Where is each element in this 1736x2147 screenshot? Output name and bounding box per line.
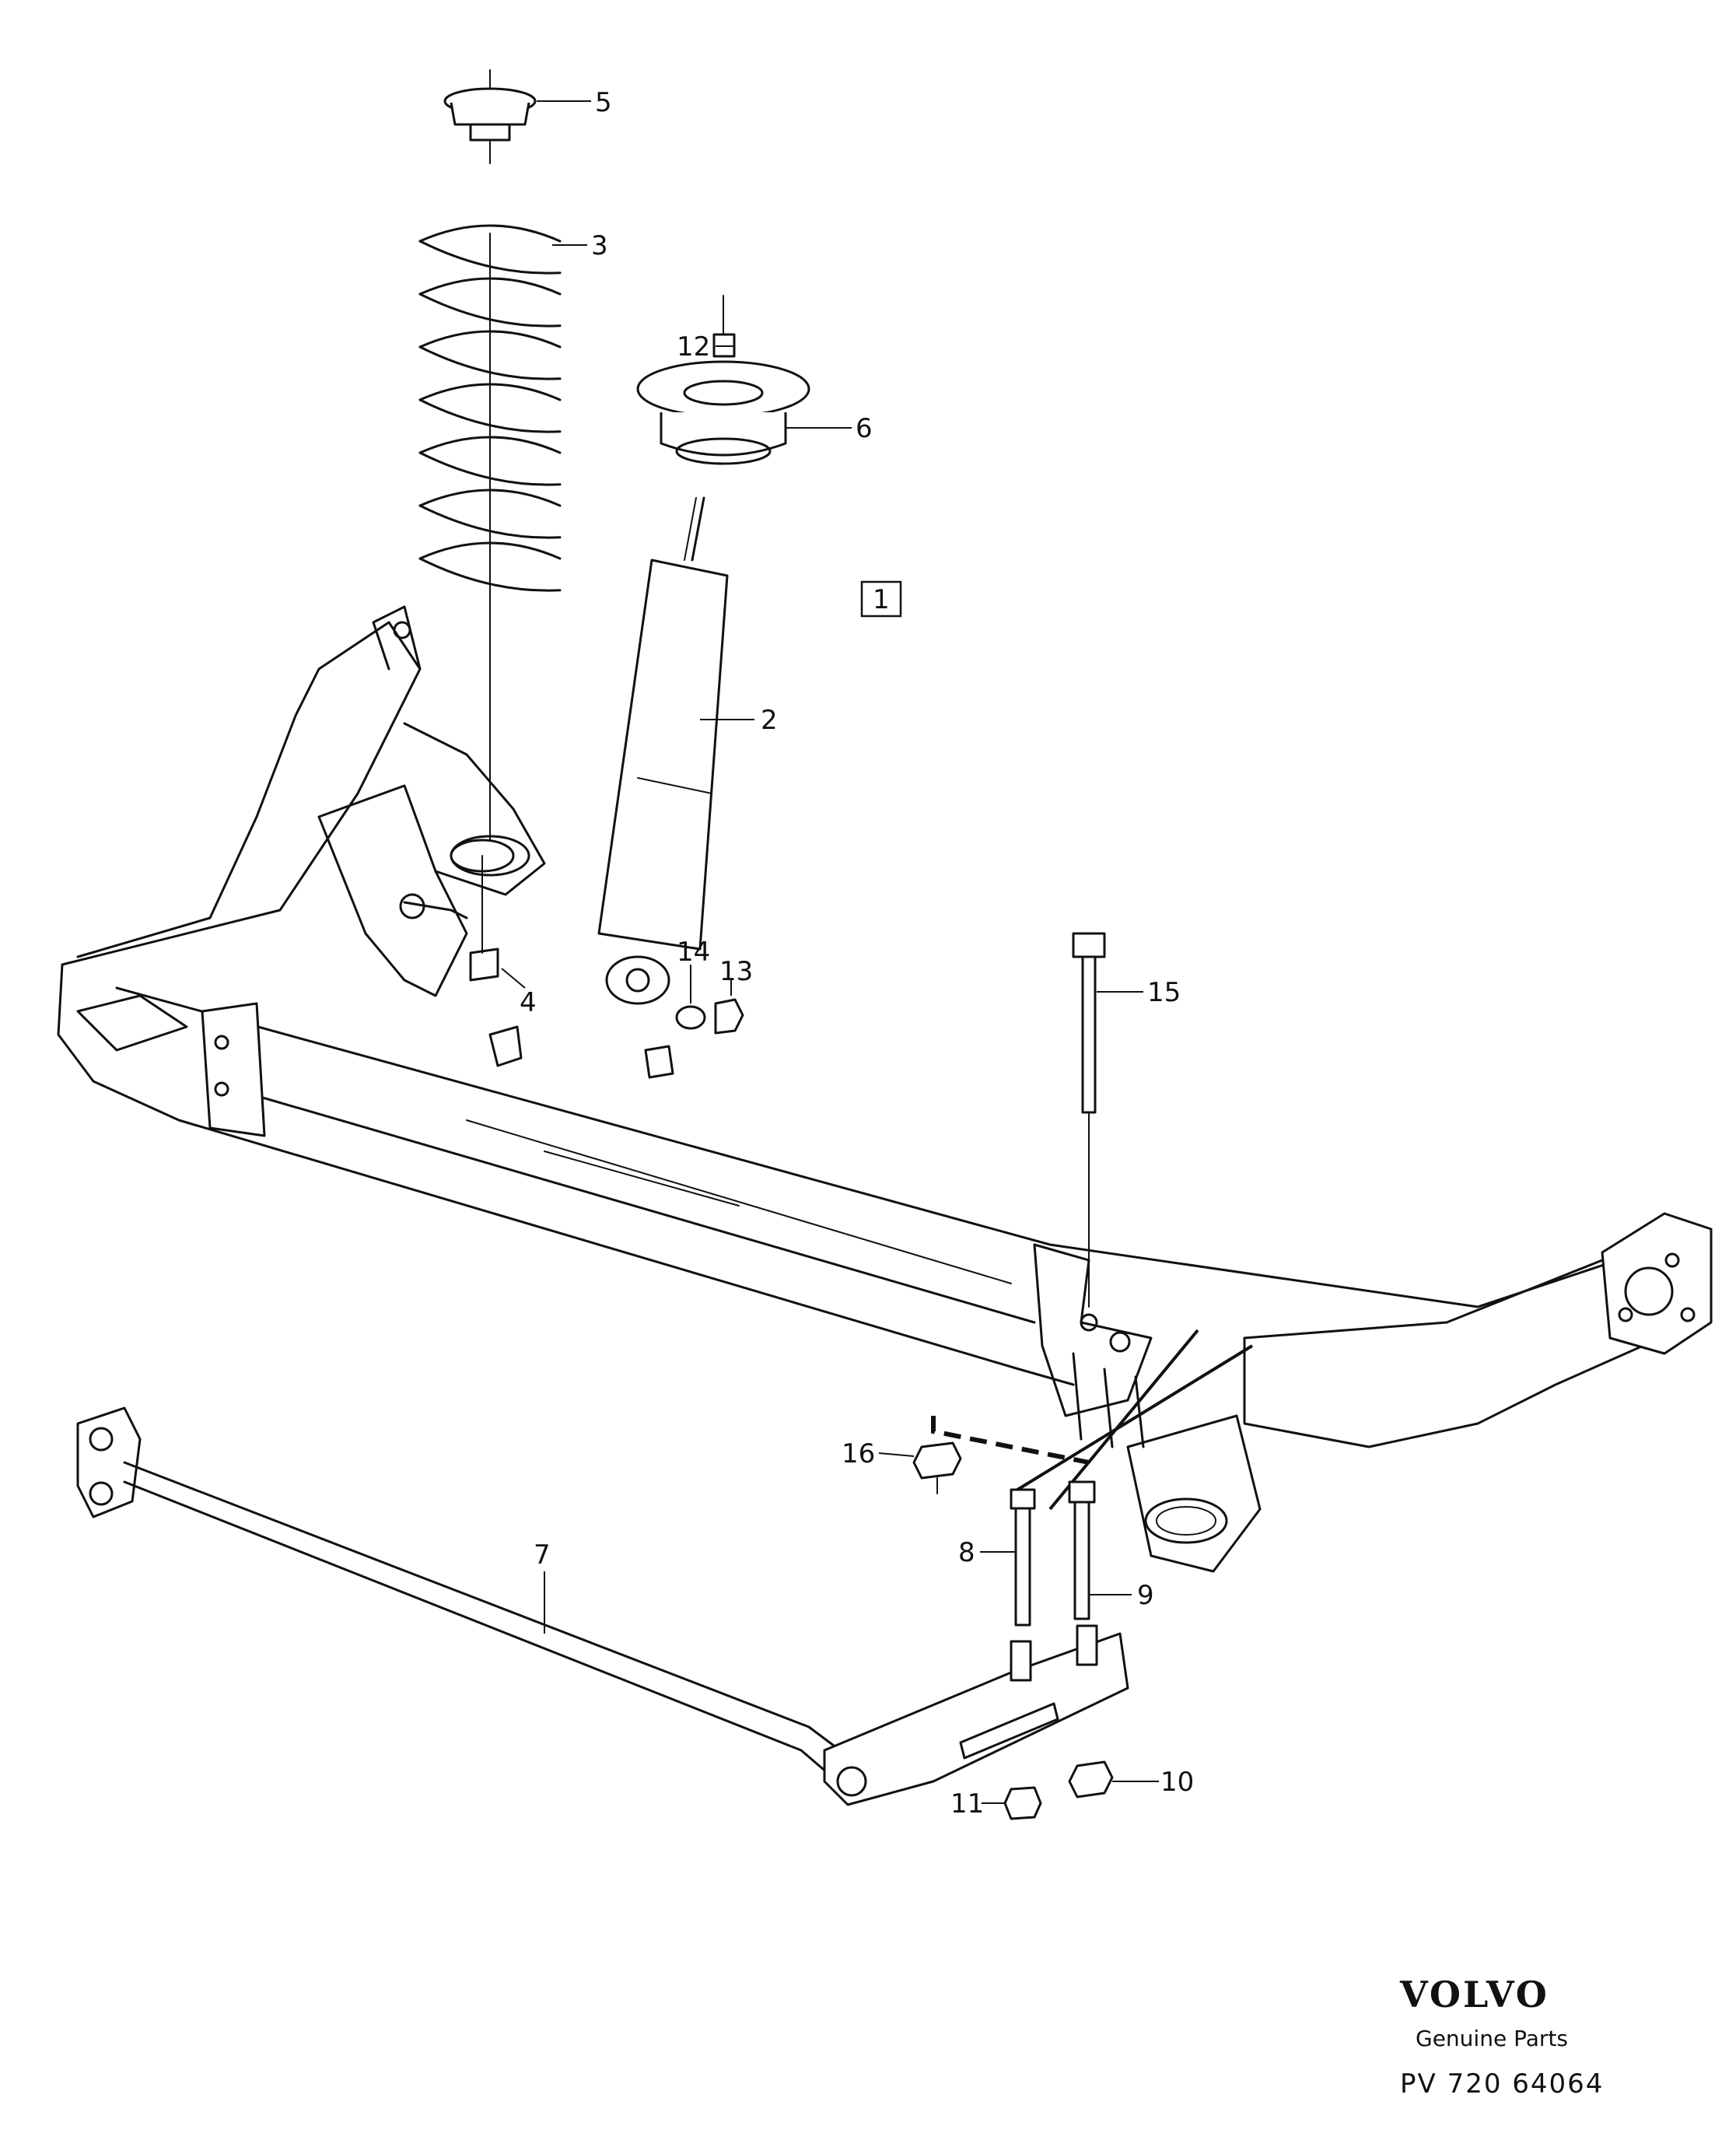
callout-11: 11 xyxy=(950,1788,984,1820)
callout-13: 13 xyxy=(719,956,753,987)
stabilizer-bar xyxy=(76,1406,1129,1806)
callout-5: 5 xyxy=(595,87,612,118)
callout-12: 12 xyxy=(677,331,710,363)
drawing-code: PV 720 64064 xyxy=(1400,2068,1604,2100)
bolts-8-9 xyxy=(1010,1480,1096,1627)
coil-spring xyxy=(418,224,562,849)
callout-7: 7 xyxy=(534,1539,551,1571)
spring-lower-seat xyxy=(399,839,515,982)
nuts-10-11 xyxy=(1003,1760,1114,1820)
callout-16: 16 xyxy=(842,1438,875,1469)
assembly-box xyxy=(860,580,902,618)
shock-washer-nut xyxy=(675,998,744,1035)
callout-9: 9 xyxy=(1137,1580,1154,1611)
rear-axle-beam xyxy=(57,605,1713,1573)
callout-3: 3 xyxy=(591,230,608,261)
callout-14: 14 xyxy=(677,937,710,968)
shock-upper-mount xyxy=(636,295,810,465)
callout-2: 2 xyxy=(761,705,778,736)
spring-coil-back xyxy=(418,224,562,243)
part-callouts: 1 2 3 4 5 6 7 8 9 10 11 12 13 14 15 16 xyxy=(520,87,1194,1820)
callout-15: 15 xyxy=(1147,977,1181,1008)
brand-subtitle: Genuine Parts xyxy=(1416,2026,1568,2051)
shock-absorber xyxy=(597,496,729,1005)
callout-4: 4 xyxy=(520,987,537,1018)
brand-logo: VOLVO xyxy=(1399,1974,1549,2016)
callout-10: 10 xyxy=(1160,1767,1194,1798)
spring-upper-seat xyxy=(443,69,537,164)
long-bolt xyxy=(1072,932,1106,1308)
brand-footer: VOLVO Genuine Parts PV 720 64064 xyxy=(1399,1974,1604,2100)
callout-6: 6 xyxy=(856,413,873,444)
nut-16 xyxy=(912,1441,962,1494)
callout-8: 8 xyxy=(958,1537,975,1568)
leader-lines xyxy=(501,100,1159,1804)
callout-1: 1 xyxy=(873,584,890,615)
